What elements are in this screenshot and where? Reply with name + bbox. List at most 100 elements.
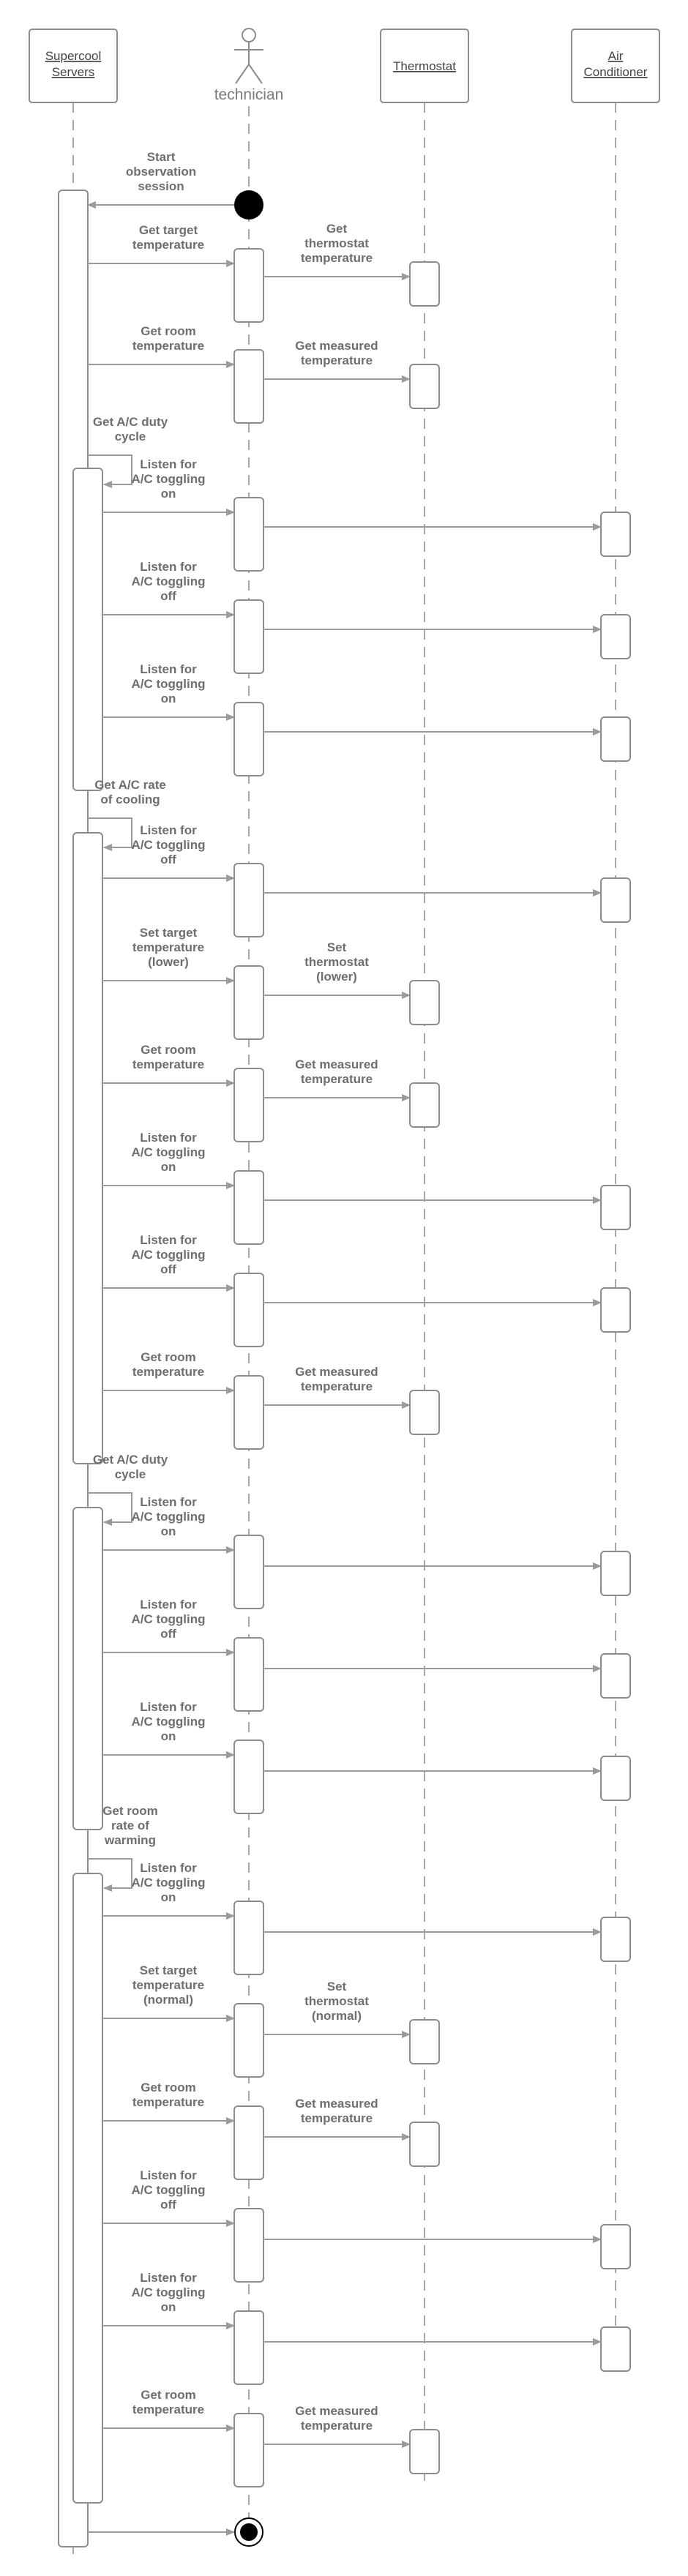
thermostat-message-label: Get measured bbox=[295, 2097, 378, 2111]
message-srv-tech bbox=[102, 2003, 264, 2078]
thermostat-header: Thermostat bbox=[380, 29, 469, 103]
thermostat-activation bbox=[409, 2429, 440, 2474]
self-call-label: of cooling bbox=[100, 793, 160, 806]
request-label: A/C toggling bbox=[131, 574, 205, 588]
request-label: A/C toggling bbox=[131, 677, 205, 691]
thermostat-activation bbox=[409, 2019, 440, 2064]
message-tech-thermo bbox=[263, 2429, 440, 2474]
technician-activation bbox=[233, 1901, 264, 1975]
start-label: Start bbox=[147, 150, 176, 164]
request-label: on bbox=[161, 1524, 176, 1538]
ac-activation bbox=[600, 614, 631, 659]
self-call-label: Get A/C rate bbox=[94, 778, 166, 792]
request-label: off bbox=[160, 1262, 176, 1276]
ac-label-line2: Conditioner bbox=[584, 65, 648, 79]
technician-label: technician bbox=[214, 86, 284, 103]
request-label: temperature bbox=[132, 1978, 204, 1992]
message-tech-ac bbox=[263, 877, 631, 923]
ac-activation bbox=[600, 512, 631, 557]
technician-activation bbox=[233, 863, 264, 937]
message-tech-thermo bbox=[263, 261, 440, 307]
end-node bbox=[234, 2517, 263, 2547]
thermostat-activation bbox=[409, 364, 440, 409]
thermostat-message-label: Set bbox=[327, 1980, 347, 1993]
message-tech-ac bbox=[263, 1756, 631, 1801]
request-label: Get target bbox=[139, 223, 198, 237]
thermostat-message-label: thermostat bbox=[304, 955, 369, 969]
request-label: Listen for bbox=[140, 1131, 197, 1145]
request-label: Get room bbox=[141, 2081, 196, 2094]
thermostat-message-label: thermostat bbox=[304, 236, 369, 250]
technician-activation bbox=[233, 1637, 264, 1712]
request-label: on bbox=[161, 487, 176, 501]
request-label: Set target bbox=[140, 1963, 198, 1977]
start-label: session bbox=[138, 179, 184, 193]
ac-label-line1: Air bbox=[608, 49, 624, 63]
message-srv-tech bbox=[102, 1901, 264, 1975]
request-label: temperature bbox=[132, 940, 204, 954]
request-label: A/C toggling bbox=[131, 1876, 205, 1890]
servers-header: Supercool Servers bbox=[29, 29, 118, 103]
message-tech-ac bbox=[263, 1185, 631, 1230]
technician-activation bbox=[233, 2413, 264, 2487]
request-label: Listen for bbox=[140, 1495, 197, 1509]
request-label: Listen for bbox=[140, 2271, 197, 2285]
request-label: Listen for bbox=[140, 560, 197, 574]
message-tech-thermo bbox=[263, 1390, 440, 1435]
message-srv-tech bbox=[102, 1375, 264, 1450]
message-srv-tech bbox=[102, 2208, 264, 2283]
request-label: (normal) bbox=[143, 1993, 193, 2007]
message-srv-tech bbox=[88, 349, 264, 424]
request-label: Set target bbox=[140, 926, 198, 940]
technician-activation bbox=[233, 965, 264, 1040]
ac-activation bbox=[600, 716, 631, 762]
thermostat-message-label: Get bbox=[326, 222, 348, 236]
message-srv-tech bbox=[102, 599, 264, 674]
thermostat-message-label: temperature bbox=[301, 251, 373, 265]
request-label: Get room bbox=[141, 324, 196, 338]
thermostat-activation bbox=[409, 1082, 440, 1128]
self-call-label: cycle bbox=[115, 430, 146, 443]
servers-activation-loop-1 bbox=[72, 468, 103, 791]
message-srv-tech bbox=[102, 965, 264, 1040]
message-tech-thermo bbox=[263, 1082, 440, 1128]
request-label: temperature bbox=[132, 339, 204, 353]
message-tech-thermo bbox=[263, 2122, 440, 2167]
self-call-arrow bbox=[88, 454, 132, 488]
ac-activation bbox=[600, 877, 631, 923]
thermostat-activation bbox=[409, 2122, 440, 2167]
technician-activation bbox=[233, 349, 264, 424]
thermostat-message-label: temperature bbox=[301, 2111, 373, 2125]
message-tech-ac bbox=[263, 1917, 631, 1962]
thermostat-message-label: Get measured bbox=[295, 1057, 378, 1071]
request-label: Listen for bbox=[140, 662, 197, 676]
ac-activation bbox=[600, 1917, 631, 1962]
message-tech-ac bbox=[263, 1551, 631, 1596]
self-call-label: Get A/C duty bbox=[93, 1453, 168, 1467]
message-self bbox=[88, 1492, 132, 1526]
request-label: Listen for bbox=[140, 457, 197, 471]
thermostat-message-label: Set bbox=[327, 940, 347, 954]
request-label: Listen for bbox=[140, 823, 197, 837]
request-label: Listen for bbox=[140, 1233, 197, 1247]
thermostat-message-label: Get measured bbox=[295, 339, 378, 353]
technician-actor: technician bbox=[214, 28, 284, 103]
thermostat-activation bbox=[409, 261, 440, 307]
message-srv-tech bbox=[102, 1637, 264, 1712]
ac-header: Air Conditioner bbox=[571, 29, 660, 103]
request-label: A/C toggling bbox=[131, 838, 205, 852]
request-label: off bbox=[160, 1627, 176, 1641]
message-tech-ac bbox=[263, 512, 631, 557]
technician-activation bbox=[233, 497, 264, 572]
message-self bbox=[88, 454, 132, 488]
message-srv-tech bbox=[102, 863, 264, 937]
message-srv-tech bbox=[102, 1535, 264, 1609]
request-label: on bbox=[161, 1160, 176, 1174]
self-call-label: Get A/C duty bbox=[93, 415, 168, 429]
thermostat-label: Thermostat bbox=[393, 59, 456, 73]
thermostat-message-label: (normal) bbox=[312, 2009, 362, 2023]
message-self bbox=[88, 1858, 132, 1892]
technician-activation bbox=[233, 2105, 264, 2180]
